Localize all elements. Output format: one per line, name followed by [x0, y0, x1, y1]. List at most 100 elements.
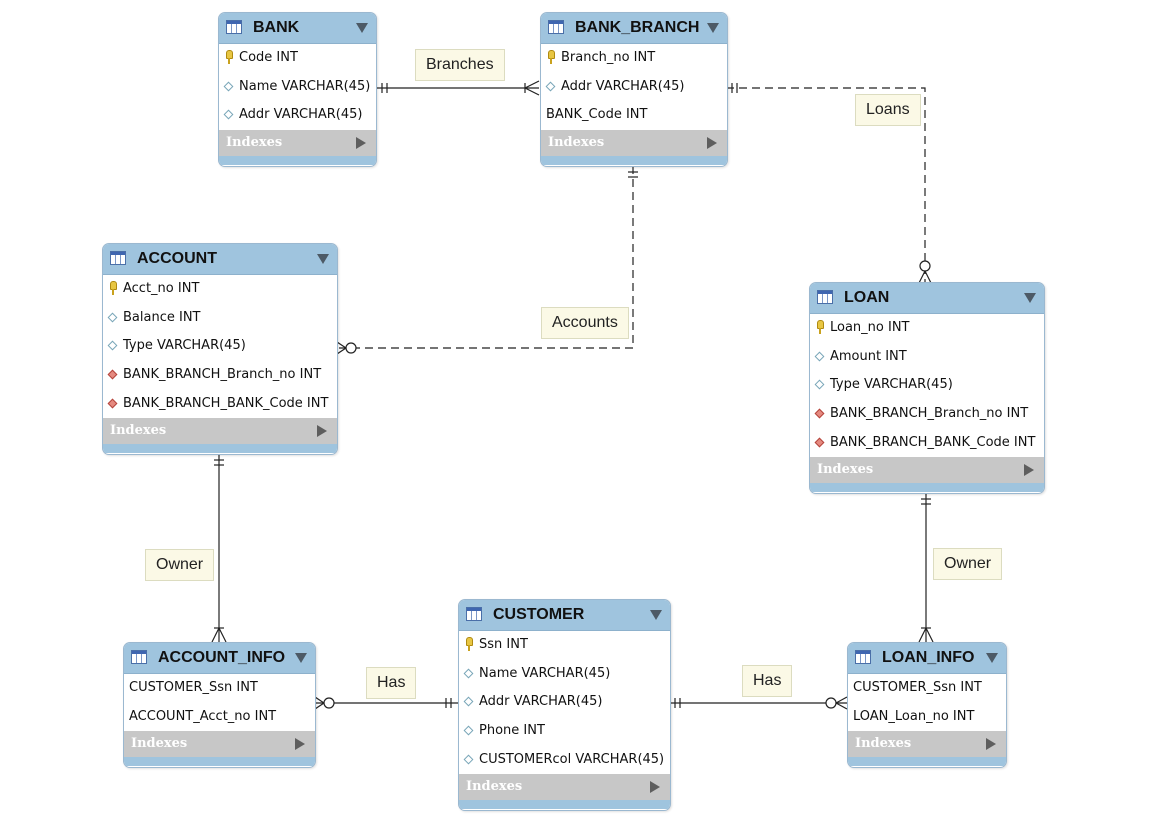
table-footer	[219, 156, 376, 166]
column-row[interactable]: BANK_BRANCH_Branch_no INT	[810, 400, 1044, 429]
link-accounts[interactable]	[336, 166, 638, 355]
column-icon	[107, 312, 118, 323]
column-row[interactable]: Amount INT	[810, 343, 1044, 372]
dropdown-arrow-icon[interactable]	[707, 23, 719, 33]
relationship-label-accounts: Accounts	[541, 307, 629, 339]
link-branches[interactable]	[376, 80, 540, 96]
table-footer	[124, 757, 315, 767]
table-header[interactable]: CUSTOMER	[459, 600, 670, 631]
dropdown-arrow-icon[interactable]	[356, 23, 368, 33]
column-icon	[223, 81, 234, 92]
column-icon	[463, 725, 474, 736]
expand-arrow-icon[interactable]	[356, 137, 366, 150]
column-icon	[463, 668, 474, 679]
column-row[interactable]: LOAN_Loan_no INT	[848, 703, 1006, 732]
link-loan-owner[interactable]	[918, 493, 934, 643]
dropdown-arrow-icon[interactable]	[986, 653, 998, 663]
table-icon	[110, 251, 126, 265]
link-loans[interactable]	[726, 83, 932, 284]
column-row[interactable]: Code INT	[219, 44, 376, 73]
column-row[interactable]: Name VARCHAR(45)	[459, 660, 670, 689]
column-icon	[463, 754, 474, 765]
table-header[interactable]: LOAN	[810, 283, 1044, 314]
table-footer	[541, 156, 727, 166]
indexes-label: Indexes	[817, 462, 874, 478]
column-label: BANK_BRANCH_BANK_Code INT	[830, 434, 1036, 450]
table-footer	[103, 444, 337, 454]
table-icon	[466, 607, 482, 621]
dropdown-arrow-icon[interactable]	[295, 653, 307, 663]
indexes-section[interactable]: Indexes	[810, 457, 1044, 484]
column-row[interactable]: Ssn INT	[459, 631, 670, 660]
column-row[interactable]: BANK_BRANCH_Branch_no INT	[103, 361, 337, 390]
column-row[interactable]: CUSTOMERcol VARCHAR(45)	[459, 746, 670, 775]
primary-key-icon	[226, 50, 233, 64]
column-icon	[223, 109, 234, 120]
indexes-section[interactable]: Indexes	[219, 130, 376, 157]
expand-arrow-icon[interactable]	[1024, 464, 1034, 477]
table-footer	[810, 483, 1044, 493]
column-row[interactable]: ACCOUNT_Acct_no INT	[124, 703, 315, 732]
column-row[interactable]: Branch_no INT	[541, 44, 727, 73]
column-row[interactable]: Addr VARCHAR(45)	[219, 101, 376, 130]
dropdown-arrow-icon[interactable]	[1024, 293, 1036, 303]
link-account-owner[interactable]	[211, 454, 227, 643]
dropdown-arrow-icon[interactable]	[317, 254, 329, 264]
column-label: BANK_BRANCH_BANK_Code INT	[123, 395, 329, 411]
column-row[interactable]: BANK_BRANCH_BANK_Code INT	[103, 390, 337, 419]
indexes-section[interactable]: Indexes	[459, 774, 670, 801]
indexes-section[interactable]: Indexes	[124, 731, 315, 758]
column-row[interactable]: Type VARCHAR(45)	[103, 332, 337, 361]
link-account-has[interactable]	[314, 696, 458, 710]
dropdown-arrow-icon[interactable]	[650, 610, 662, 620]
column-icon	[107, 340, 118, 351]
column-row[interactable]: CUSTOMER_Ssn INT	[124, 674, 315, 703]
column-row[interactable]: Type VARCHAR(45)	[810, 371, 1044, 400]
indexes-label: Indexes	[131, 736, 188, 752]
table-header[interactable]: ACCOUNT_INFO	[124, 643, 315, 674]
expand-arrow-icon[interactable]	[317, 425, 327, 438]
table-name: LOAN_INFO	[882, 649, 975, 666]
table-header[interactable]: BANK	[219, 13, 376, 44]
foreign-key-icon	[814, 437, 825, 448]
column-icon	[814, 351, 825, 362]
table-name: ACCOUNT	[137, 250, 217, 267]
column-row[interactable]: CUSTOMER_Ssn INT	[848, 674, 1006, 703]
column-row[interactable]: Balance INT	[103, 304, 337, 333]
column-label: Name VARCHAR(45)	[239, 78, 371, 94]
link-loan-has[interactable]	[669, 696, 848, 710]
column-row[interactable]: BANK_BRANCH_BANK_Code INT	[810, 429, 1044, 458]
expand-arrow-icon[interactable]	[986, 738, 996, 751]
column-row[interactable]: Addr VARCHAR(45)	[459, 688, 670, 717]
expand-arrow-icon[interactable]	[650, 781, 660, 794]
column-row[interactable]: BANK_Code INT	[541, 101, 727, 130]
table-name: LOAN	[844, 289, 890, 306]
column-row[interactable]: Acct_no INT	[103, 275, 337, 304]
column-row[interactable]: Addr VARCHAR(45)	[541, 73, 727, 102]
indexes-section[interactable]: Indexes	[541, 130, 727, 157]
expand-arrow-icon[interactable]	[707, 137, 717, 150]
column-row[interactable]: Phone INT	[459, 717, 670, 746]
relationship-label-account-owner: Owner	[145, 549, 215, 581]
column-label: Addr VARCHAR(45)	[479, 694, 603, 710]
foreign-key-icon	[107, 369, 118, 380]
table-header[interactable]: ACCOUNT	[103, 244, 337, 275]
expand-arrow-icon[interactable]	[295, 738, 305, 751]
indexes-section[interactable]: Indexes	[848, 731, 1006, 758]
table-header[interactable]: LOAN_INFO	[848, 643, 1006, 674]
column-row[interactable]: Name VARCHAR(45)	[219, 73, 376, 102]
column-label: Addr VARCHAR(45)	[239, 107, 363, 123]
column-row[interactable]: Loan_no INT	[810, 314, 1044, 343]
table-header[interactable]: BANK_BRANCH	[541, 13, 727, 44]
indexes-section[interactable]: Indexes	[103, 418, 337, 445]
column-label: Acct_no INT	[123, 281, 200, 296]
